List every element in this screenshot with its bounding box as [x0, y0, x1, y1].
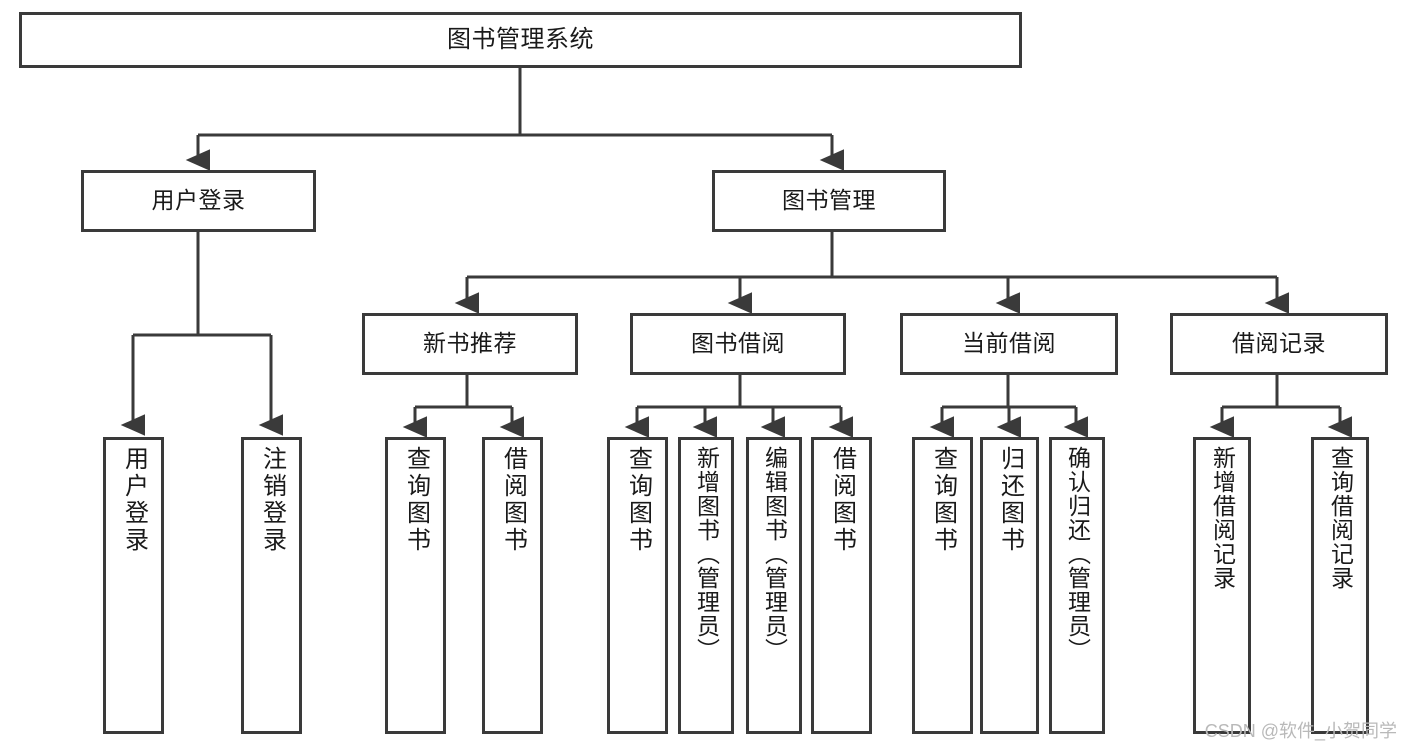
leaf-return-book[interactable]: 归还图书: [980, 437, 1039, 734]
leaf-edit-book-admin[interactable]: 编辑图书（管理员）: [746, 437, 802, 734]
node-label: 归还图书: [996, 446, 1024, 554]
leaf-user-login[interactable]: 用户登录: [103, 437, 164, 734]
watermark-text: CSDN @软件_小贺同学: [1204, 721, 1397, 741]
leaf-add-book-admin[interactable]: 新增图书（管理员）: [678, 437, 734, 734]
node-label: 查询图书: [402, 446, 430, 554]
node-label: 借阅记录: [1232, 330, 1326, 357]
leaf-query-book-borrow[interactable]: 查询图书: [607, 437, 668, 734]
node-label: 图书管理系统: [447, 25, 594, 53]
node-label: 确认归还（管理员）: [1064, 446, 1091, 662]
node-label: 编辑图书（管理员）: [761, 446, 788, 662]
leaf-add-borrow-record[interactable]: 新增借阅记录: [1193, 437, 1251, 734]
leaf-query-borrow-record[interactable]: 查询借阅记录: [1311, 437, 1369, 734]
node-root-book-management-system[interactable]: 图书管理系统: [19, 12, 1022, 68]
node-label: 新增图书（管理员）: [693, 446, 720, 662]
node-label: 图书管理: [782, 187, 876, 214]
leaf-borrow-book-borrow[interactable]: 借阅图书: [811, 437, 872, 734]
node-book-borrow[interactable]: 图书借阅: [630, 313, 846, 375]
node-label: 新增借阅记录: [1209, 446, 1236, 590]
leaf-confirm-return-admin[interactable]: 确认归还（管理员）: [1049, 437, 1105, 734]
node-label: 借阅图书: [499, 446, 527, 554]
node-label: 查询借阅记录: [1327, 446, 1354, 590]
node-label: 用户登录: [120, 446, 148, 554]
node-label: 查询图书: [929, 446, 957, 554]
leaf-borrow-book-recommend[interactable]: 借阅图书: [482, 437, 543, 734]
node-label: 图书借阅: [691, 330, 785, 357]
leaf-query-book-current[interactable]: 查询图书: [912, 437, 973, 734]
node-new-book-recommend[interactable]: 新书推荐: [362, 313, 578, 375]
node-borrow-record[interactable]: 借阅记录: [1170, 313, 1388, 375]
node-label: 当前借阅: [962, 330, 1056, 357]
node-label: 借阅图书: [828, 446, 856, 554]
node-label: 注销登录: [258, 446, 286, 554]
node-book-management[interactable]: 图书管理: [712, 170, 946, 232]
node-current-borrow[interactable]: 当前借阅: [900, 313, 1118, 375]
node-label: 用户登录: [151, 187, 246, 214]
node-user-login[interactable]: 用户登录: [81, 170, 316, 232]
leaf-logout-login[interactable]: 注销登录: [241, 437, 302, 734]
node-label: 查询图书: [624, 446, 652, 554]
leaf-query-book-recommend[interactable]: 查询图书: [385, 437, 446, 734]
node-label: 新书推荐: [423, 330, 517, 357]
